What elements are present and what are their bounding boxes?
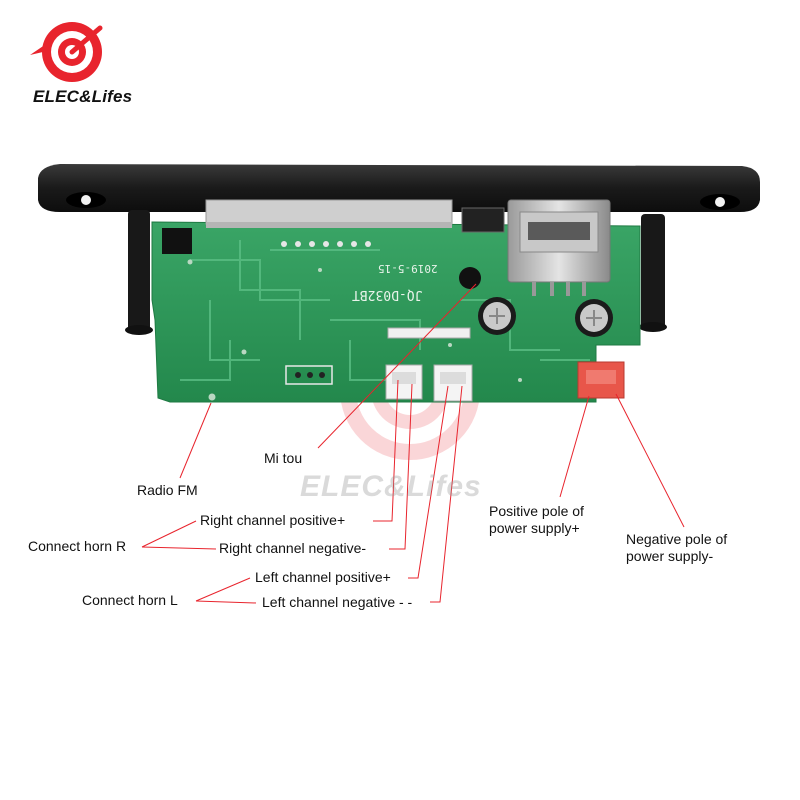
label-mi-tou: Mi tou [264,450,303,466]
brand-logo-icon [30,22,103,82]
power-connector [577,361,625,399]
left-mount-post [128,210,150,332]
label-radio-fm: Radio FM [137,482,198,498]
capacitor-right [575,299,613,337]
capacitor-left [478,297,516,335]
speaker-connector-right [385,364,423,400]
label-right-channel-positive: Right channel positive+ [200,512,346,528]
watermark-text: ELEC&Lifes [300,470,482,503]
label-connect-horn-l: Connect horn L [82,592,178,608]
label-power-negative: Negative pole of power supply- [626,531,728,564]
leader-lines [141,283,685,604]
label-left-channel-positive: Left channel positive+ [255,569,391,585]
label-power-positive: Positive pole of power supply+ [489,503,584,536]
usb-port [507,199,611,296]
speaker-connector-left [433,364,473,402]
right-mount-post [641,214,665,328]
label-left-channel-negative: Left channel negative - - [262,594,413,610]
label-connect-horn-r: Connect horn R [28,538,127,554]
brand-name: ELEC&Lifes [33,87,133,106]
microphone-icon [459,267,481,289]
board-silkscreen-model: JQ-D032BT [352,287,423,302]
label-right-channel-negative: Right channel negative- [219,540,367,556]
board-silkscreen-date: 2019-5-15 [378,262,438,275]
